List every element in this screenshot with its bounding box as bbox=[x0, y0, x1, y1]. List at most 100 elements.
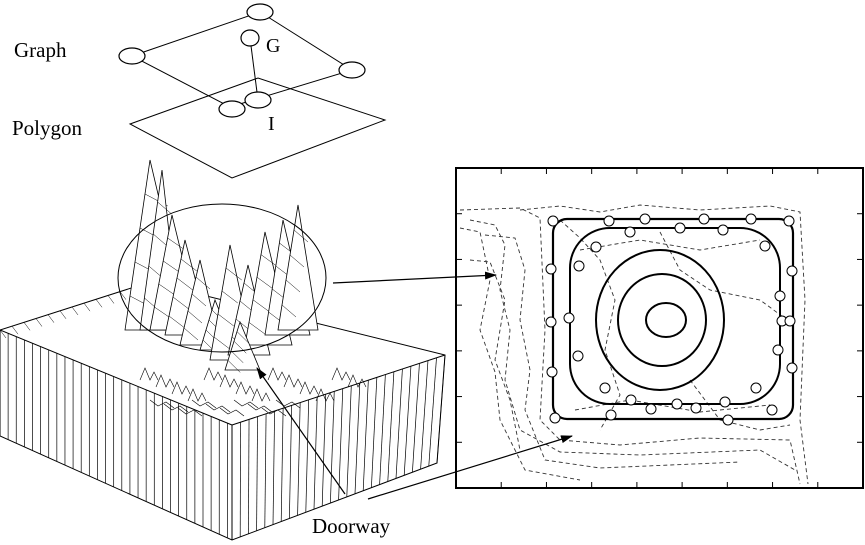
g-to-i-link bbox=[249, 37, 259, 101]
surface-peaks bbox=[124, 159, 367, 402]
wall-stripe bbox=[289, 405, 292, 519]
vertex-circle bbox=[639, 213, 651, 225]
vertex-circle bbox=[783, 215, 795, 227]
wall-stripe bbox=[119, 291, 127, 300]
polygon-plane bbox=[128, 77, 387, 179]
dashed-contour bbox=[459, 227, 581, 481]
spike-hatch bbox=[285, 279, 301, 293]
floor-mesh bbox=[275, 399, 301, 409]
graph-node bbox=[246, 3, 274, 21]
spike-hatch bbox=[293, 229, 309, 243]
spike-hatch bbox=[163, 260, 181, 274]
wall-stripe bbox=[395, 368, 403, 479]
spike-hatch bbox=[260, 254, 278, 267]
spike-hatch bbox=[252, 299, 270, 313]
graph-label: Graph bbox=[14, 38, 67, 62]
wall-stripe bbox=[11, 326, 19, 335]
vertex-circle bbox=[645, 403, 657, 415]
surface-rubble bbox=[267, 367, 287, 381]
spike-hatch bbox=[233, 341, 247, 354]
wall-stripe bbox=[379, 374, 386, 485]
dashed-contour bbox=[574, 399, 771, 413]
dashed-contour bbox=[459, 207, 801, 485]
vertex-circle bbox=[774, 290, 786, 302]
spike-hatch bbox=[167, 237, 186, 251]
doorway-label: Doorway bbox=[312, 514, 391, 538]
dashed-contour bbox=[559, 219, 621, 431]
dashed-contour bbox=[579, 239, 761, 251]
surface-rubble bbox=[155, 374, 175, 388]
vertex-circle bbox=[546, 366, 558, 378]
zoom-arrow bbox=[332, 271, 497, 284]
wall-stripe bbox=[338, 388, 344, 500]
surface-rubble bbox=[347, 374, 367, 388]
spike-hatch bbox=[191, 293, 207, 307]
spike-hatch bbox=[168, 315, 185, 329]
wall-stripe bbox=[403, 366, 412, 476]
contour-ring-4 bbox=[617, 273, 707, 367]
node-i-label: I bbox=[268, 113, 275, 135]
vertex-circle bbox=[545, 263, 557, 275]
wall-stripe bbox=[256, 416, 258, 531]
wall-top-edge bbox=[231, 354, 446, 426]
spike-hatch bbox=[227, 360, 241, 373]
vertex-circle bbox=[766, 404, 778, 416]
vertex-circle bbox=[671, 398, 683, 410]
surface-plot bbox=[0, 159, 446, 541]
floor-mesh bbox=[219, 407, 245, 417]
contour-frame bbox=[455, 167, 864, 489]
vertex-circle bbox=[690, 402, 702, 414]
surface-spike bbox=[277, 204, 319, 331]
wall-stripe bbox=[47, 314, 55, 323]
floor-mesh bbox=[247, 403, 273, 413]
wall-stripe bbox=[107, 295, 115, 304]
surface-walls bbox=[0, 281, 446, 541]
wall-stripe bbox=[248, 419, 250, 534]
spike-hatch bbox=[289, 254, 305, 268]
vertex-circle bbox=[549, 412, 561, 424]
vertex-circle bbox=[573, 260, 585, 272]
wall-stripe bbox=[71, 306, 79, 316]
frame-ticks bbox=[456, 168, 863, 488]
surface-rubble bbox=[251, 388, 271, 402]
wall-stripe bbox=[313, 396, 318, 510]
floor-mesh bbox=[191, 399, 217, 409]
dashed-contour bbox=[519, 204, 809, 485]
spike-hatch bbox=[217, 313, 234, 327]
vertex-circle bbox=[563, 312, 575, 324]
polygon-label: Polygon bbox=[12, 116, 83, 140]
spike-hatch bbox=[256, 276, 274, 290]
vertex-circle bbox=[750, 382, 762, 394]
node-g-label: G bbox=[266, 35, 280, 57]
wall-stripe bbox=[297, 402, 301, 516]
wall-stripe bbox=[0, 329, 7, 339]
vertex-circle bbox=[759, 240, 771, 252]
wall-stripe bbox=[272, 410, 275, 525]
spike-hatch bbox=[225, 267, 242, 281]
vertex-circle bbox=[786, 265, 798, 277]
dashed-contour bbox=[484, 234, 741, 469]
floor-mesh bbox=[261, 407, 287, 417]
vertex-circle bbox=[786, 362, 798, 374]
floor-mesh bbox=[205, 403, 231, 413]
floor-mesh bbox=[233, 399, 259, 409]
node-g bbox=[240, 29, 260, 47]
vertex-circle bbox=[590, 241, 602, 253]
vertex-circle bbox=[717, 224, 729, 236]
dashed-contours bbox=[459, 204, 809, 485]
wall-stripe bbox=[428, 357, 437, 467]
spike-hatch bbox=[281, 304, 297, 318]
spike-hatch bbox=[180, 258, 197, 272]
spike-hatch bbox=[236, 331, 250, 344]
wall-stripe bbox=[280, 408, 284, 522]
wall-stripe bbox=[436, 354, 446, 464]
floor-mesh bbox=[177, 407, 203, 417]
surface-rubble bbox=[315, 388, 335, 402]
spike-hatch bbox=[157, 201, 172, 215]
dashed-contour bbox=[659, 231, 791, 323]
vertex-circle bbox=[722, 414, 734, 426]
vertex-circle bbox=[698, 213, 710, 225]
surface-rubble bbox=[171, 381, 191, 395]
vertex-circle bbox=[784, 315, 796, 327]
